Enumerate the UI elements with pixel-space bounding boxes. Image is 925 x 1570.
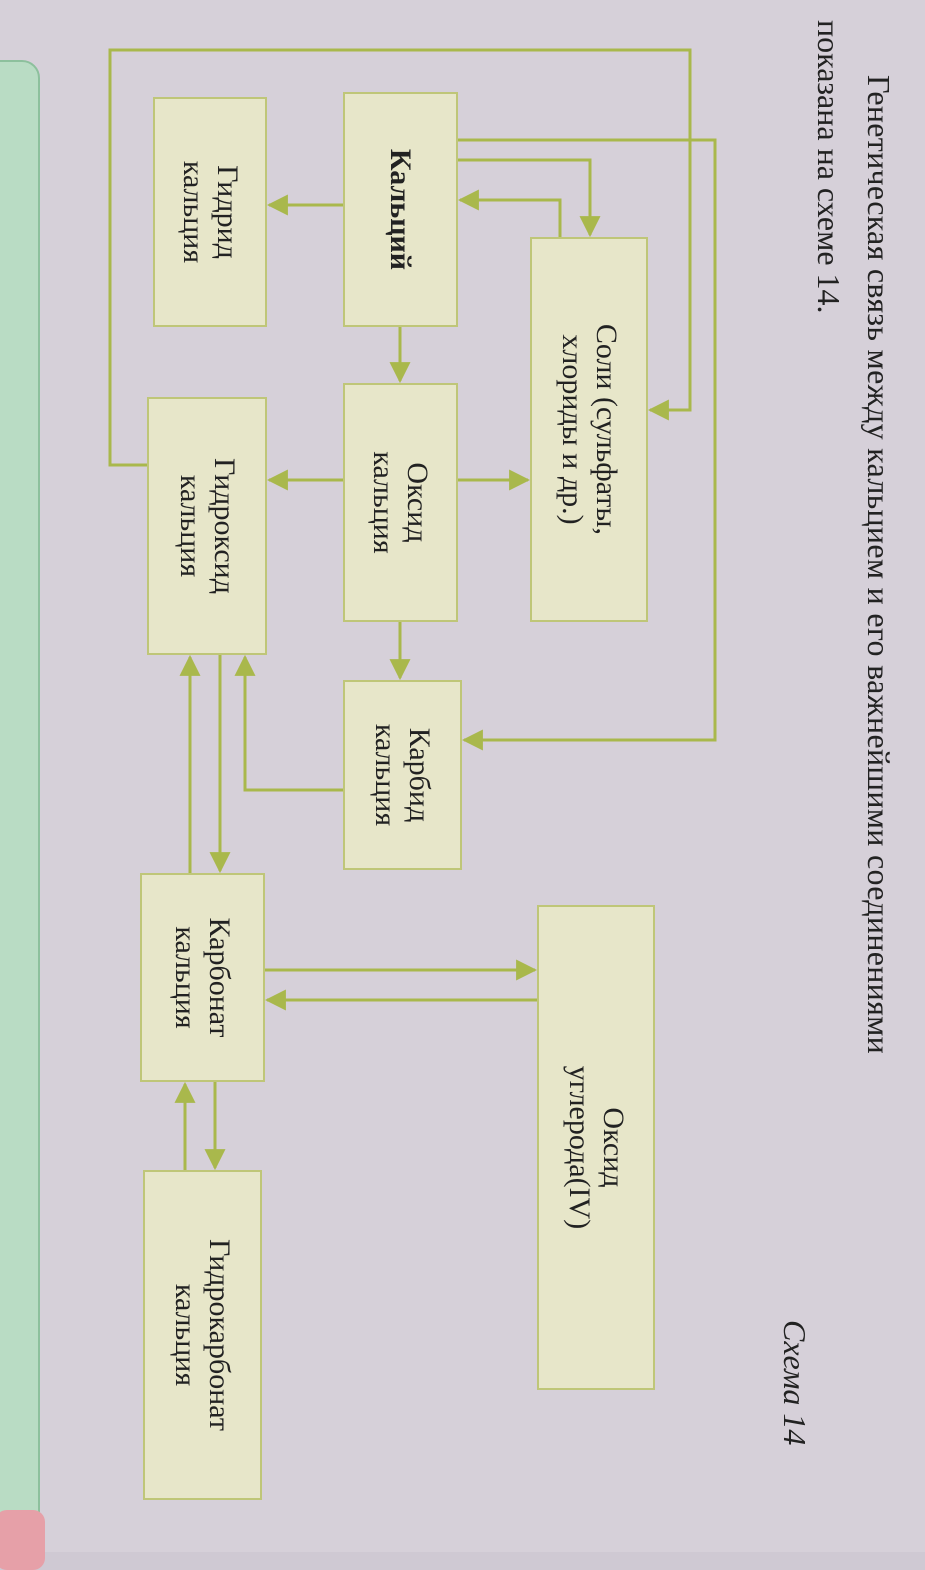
node-label: Карбид кальция <box>369 723 437 827</box>
node-label: Гидрокарбонат кальция <box>169 1239 237 1431</box>
node-label: Гидрид кальция <box>177 160 244 264</box>
node-carbide: Карбид кальция <box>343 680 462 870</box>
node-salts: Соли (сульфаты, хлориды и др.) <box>530 237 648 622</box>
arrow-calcium-salts <box>458 158 601 238</box>
node-hydroxide: Гидроксид кальция <box>147 397 267 655</box>
arrow-salts-calcium <box>457 189 562 237</box>
node-oxide: Оксид кальция <box>343 383 458 622</box>
node-label: Карбонат кальция <box>169 917 237 1038</box>
arrow-carbide-hydroxide <box>234 654 343 792</box>
node-hydride: Гидрид кальция <box>153 97 267 327</box>
arrow-calcium-carbide <box>458 138 717 751</box>
node-co2: Оксид углерода(IV) <box>537 905 655 1390</box>
node-label: Оксид углерода(IV) <box>563 1065 630 1230</box>
node-label: Соли (сульфаты, хлориды и др.) <box>556 323 623 536</box>
node-label: Кальций <box>384 148 418 271</box>
node-carbonate: Карбонат кальция <box>140 873 265 1082</box>
arrow-hydroxide-salts <box>108 48 692 467</box>
node-calcium: Кальций <box>343 92 458 327</box>
node-bicarbonate: Гидрокарбонат кальция <box>143 1170 262 1500</box>
node-label: Оксид кальция <box>367 451 435 554</box>
node-label: Гидроксид кальция <box>174 458 241 594</box>
